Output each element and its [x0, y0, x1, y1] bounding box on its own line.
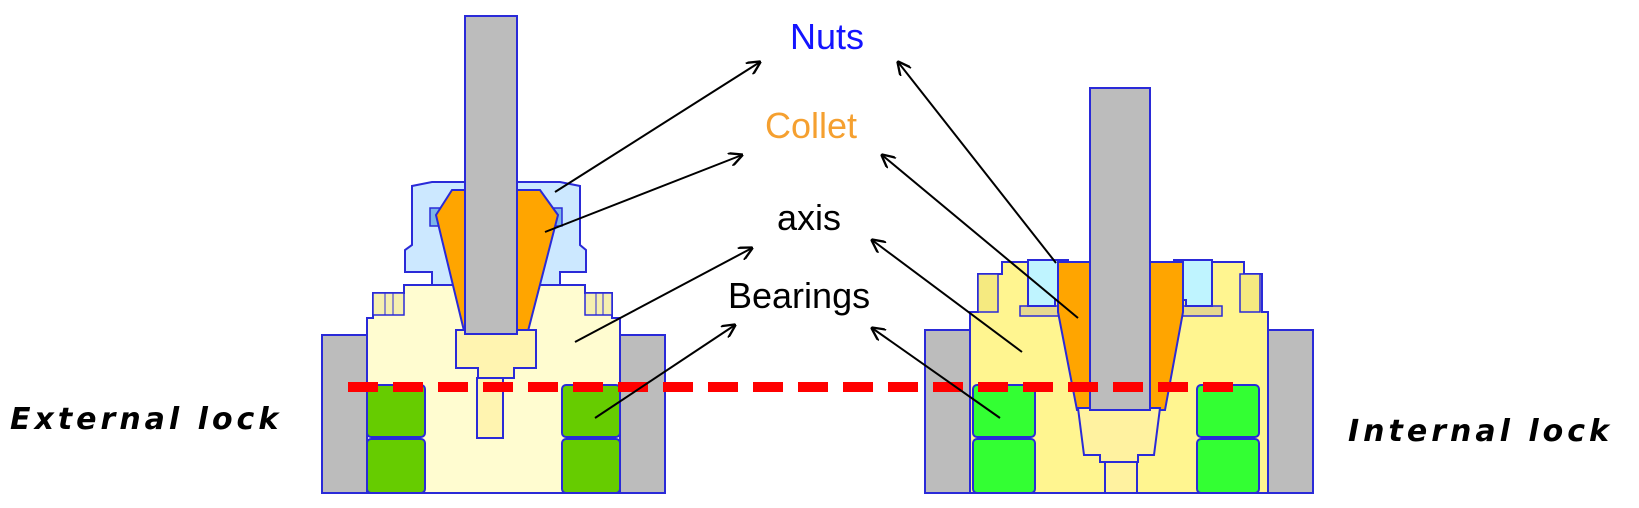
internal-axis — [1089, 87, 1151, 411]
internal-bearing — [972, 438, 1036, 494]
internal-left-housing — [924, 329, 971, 494]
leader-arrows — [544, 62, 1079, 419]
external-left-housing — [321, 334, 368, 494]
external-right-housing — [619, 334, 666, 494]
label-axis: axis — [777, 197, 842, 238]
label-nuts: Nuts — [790, 16, 865, 57]
internal-axis-tip — [1104, 461, 1138, 494]
external-bolt-left — [372, 292, 405, 316]
internal-bearing — [972, 384, 1036, 438]
internal-collet-sleeve — [1076, 407, 1162, 463]
arrow-nuts-internal — [898, 62, 1057, 264]
external-bearing — [561, 384, 621, 438]
external-axis — [464, 15, 518, 335]
external-collet-sleeve — [455, 329, 537, 379]
arrow-collet-external — [544, 155, 742, 233]
external-bearing — [366, 384, 426, 438]
internal-lock-assembly — [924, 87, 1314, 494]
label-external-lock: External lock — [10, 402, 283, 437]
internal-bearing — [1196, 438, 1260, 494]
external-bolt-right — [584, 292, 613, 316]
arrow-nuts-external — [554, 62, 760, 193]
arrow-collet-internal — [882, 155, 1079, 319]
external-lock-assembly — [321, 15, 666, 494]
label-collet: Collet — [765, 105, 858, 146]
internal-bearing — [1196, 384, 1260, 438]
internal-right-housing — [1267, 329, 1314, 494]
label-bearings: Bearings — [728, 275, 871, 316]
external-bearing — [561, 438, 621, 494]
external-bearing — [366, 438, 426, 494]
internal-bolt-left — [977, 273, 999, 313]
arrow-axis-external — [574, 248, 752, 343]
label-internal-lock: Internal lock — [1348, 414, 1613, 449]
arrow-bearings-external — [594, 325, 735, 419]
arrow-bearings-internal — [872, 328, 1001, 419]
arrow-axis-internal — [872, 240, 1023, 353]
internal-bolt-right — [1239, 273, 1261, 313]
